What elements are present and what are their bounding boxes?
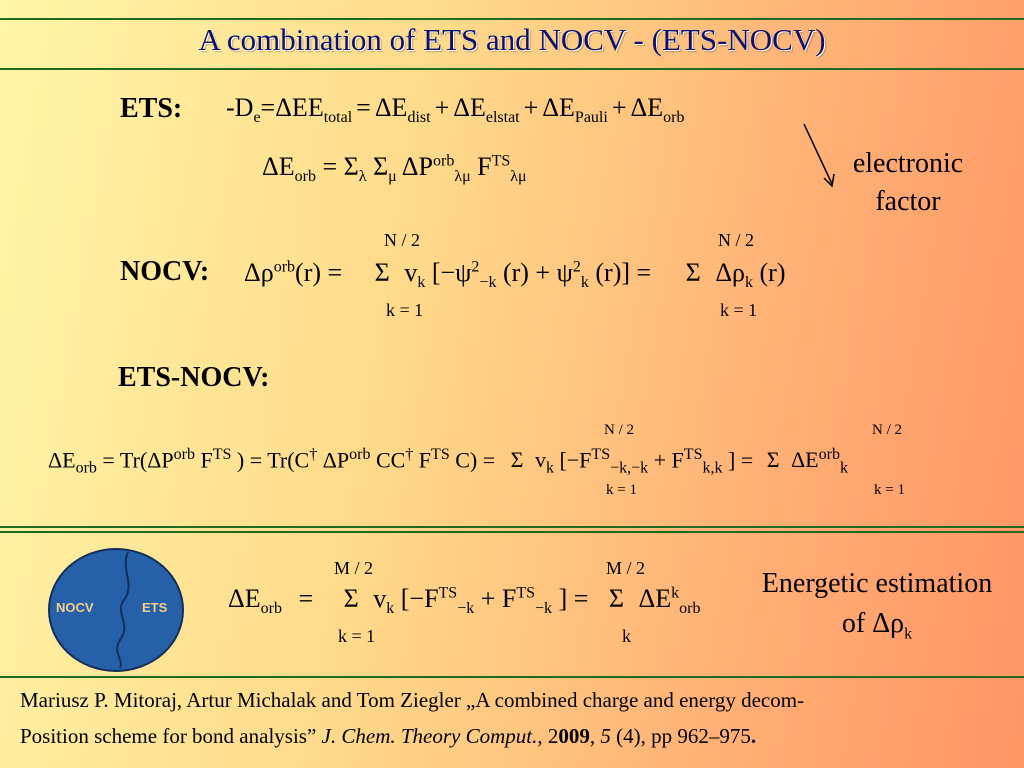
bottom-lower-limit-2: k [622, 626, 631, 646]
nocv-lower-limit-1: k = 1 [386, 300, 424, 320]
ets-term-operator: + [434, 93, 450, 122]
ets-term-symbol: E [469, 93, 486, 122]
page-title: A combination of ETS and NOCV - (ETS-NOC… [198, 22, 826, 57]
bottom-upper-limit-2: M / 2 [606, 558, 646, 578]
ets-term-subscript: dist [407, 109, 431, 127]
nocv-upper-limit-2: N / 2 [718, 230, 754, 250]
middle-rule-1 [0, 526, 1024, 528]
ets-terms: Etotal=ΔEdist+ΔEelstat+ΔEPauli+ΔEorb [307, 93, 693, 126]
bottom-equation: ΔEorb = Σ vk [−FTS−k + FTS−k ] = Σ ΔEkor… [228, 584, 701, 618]
ets-term-subscript: elstat [485, 109, 520, 127]
ets-term-subscript: Pauli [574, 109, 608, 127]
middle-rule-2 [0, 531, 1024, 533]
bottom-rule [0, 676, 1024, 678]
nocv-equation: Δρorb(r) = Σ vk [−ψ2−k (r) + ψ2k (r)] = … [244, 258, 786, 292]
badge-left-label: NOCV [56, 600, 94, 615]
ets-term-subscript: total [323, 109, 353, 127]
pointer-arrow [803, 123, 835, 188]
ets-nocv-label: ETS-NOCV: [118, 362, 270, 393]
etsnocv-equation: ΔEorb = Tr(ΔPorb FTS ) = Tr(C† ΔPorb CC†… [48, 446, 848, 477]
title-rule [0, 68, 1024, 70]
ets-term-subscript: orb [663, 109, 685, 127]
etsnocv-lower-limit-1: k = 1 [606, 482, 637, 498]
energetic-estimation-note: Energetic estimation of Δρk [761, 568, 993, 643]
reference-line-1: Mariusz P. Mitoraj, Artur Michalak and T… [20, 688, 805, 712]
top-rule [0, 18, 1024, 20]
ets-term-symbol: E [391, 93, 408, 122]
ets-equation: -De=ΔEEtotal=ΔEdist+ΔEelstat+ΔEPauli+ΔEo… [226, 93, 692, 127]
split-curve-icon [116, 551, 130, 669]
bottom-upper-limit-1: M / 2 [334, 558, 374, 578]
etsnocv-upper-limit-2: N / 2 [872, 422, 902, 438]
etsnocv-upper-limit-1: N / 2 [604, 422, 634, 438]
electronic-factor-note: electronic factor [852, 148, 964, 217]
nocv-lower-limit-2: k = 1 [720, 300, 758, 320]
bottom-lower-limit-1: k = 1 [338, 626, 376, 646]
ets-term-symbol: E [647, 93, 664, 122]
delta-symbol: Δ [453, 93, 470, 122]
ets-term-operator: + [523, 93, 539, 122]
ets-label: ETS: [120, 93, 183, 124]
ets-term-symbol: E [559, 93, 575, 122]
ets-term-operator: + [611, 93, 627, 122]
badge-right-label: ETS [142, 600, 168, 615]
reference-line-2: Position scheme for bond analysis” J. Ch… [20, 724, 757, 748]
etsnocv-lower-limit-2: k = 1 [874, 482, 905, 498]
nocv-label: NOCV: [120, 256, 210, 287]
delta-symbol: Δ [542, 93, 560, 122]
delta-symbol: Δ [630, 93, 648, 122]
nocv-ets-badge: NOCV ETS [48, 548, 184, 672]
eorb-definition: ΔEorb = Σλ Σμ ΔPorbλμ FTSλμ [262, 152, 527, 186]
ets-term-symbol: E [307, 93, 324, 122]
nocv-upper-limit-1: N / 2 [384, 230, 420, 250]
delta-symbol: Δ [374, 93, 392, 122]
ets-term-operator: = [356, 93, 371, 122]
reference-citation: Mariusz P. Mitoraj, Artur Michalak and T… [20, 682, 804, 754]
